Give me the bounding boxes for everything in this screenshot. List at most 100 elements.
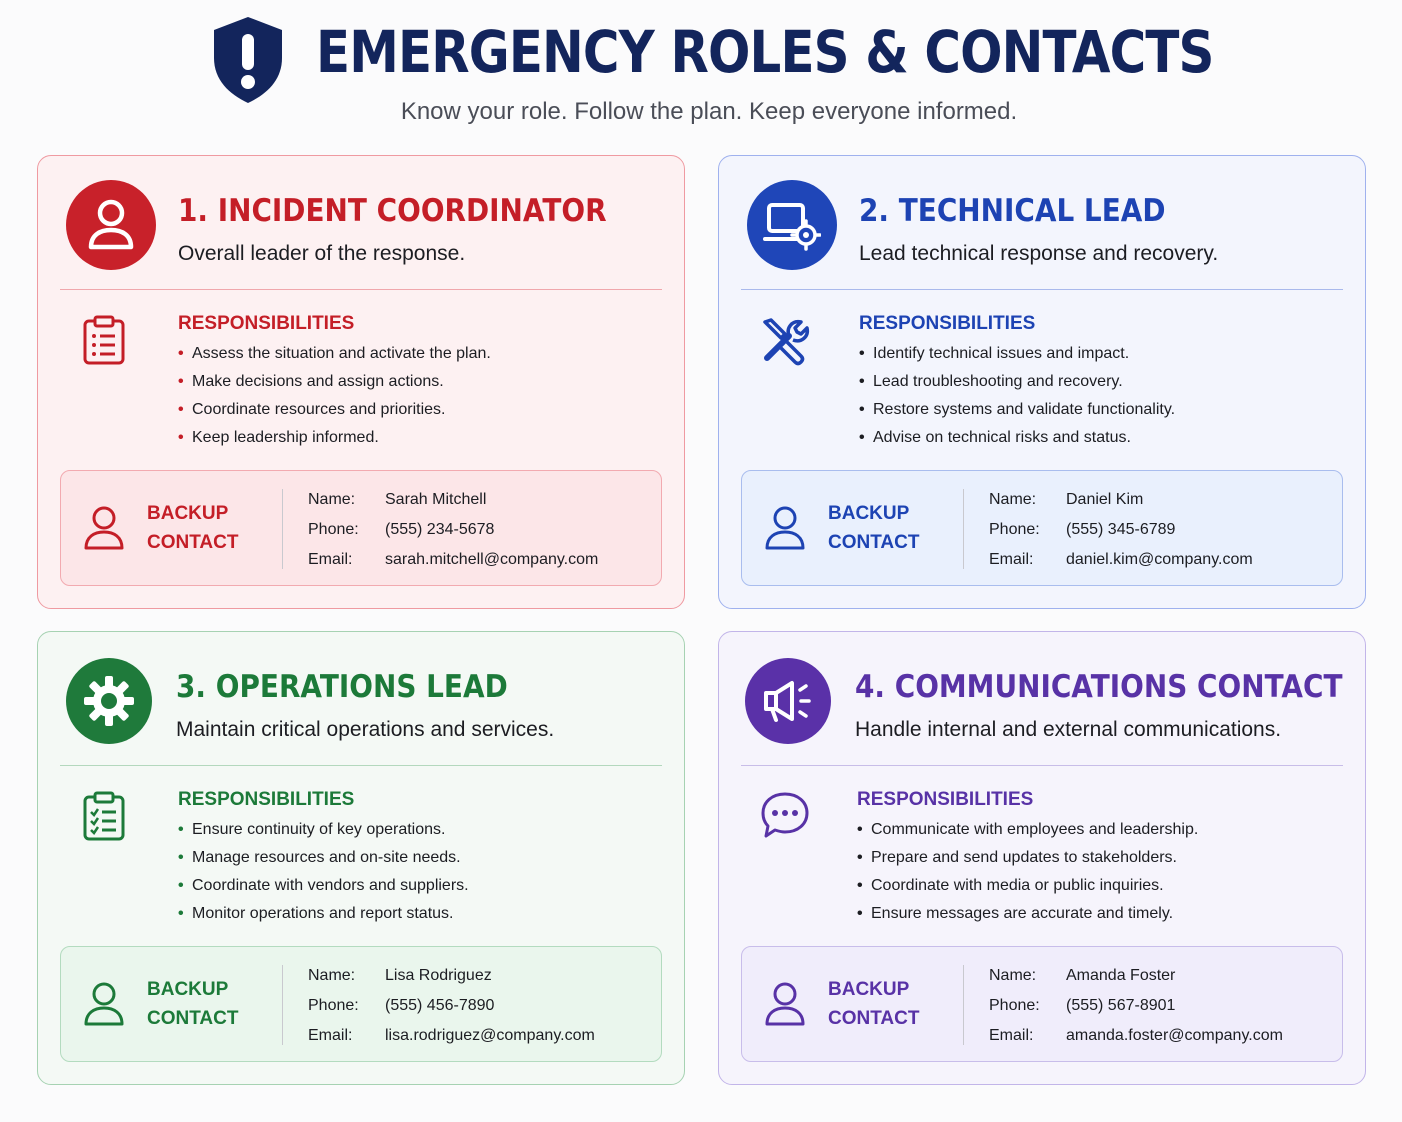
responsibilities-list: •Ensure continuity of key operations. •M…: [178, 816, 658, 928]
responsibilities-icon-wrap: [78, 790, 130, 846]
list-item: •Prepare and send updates to stakeholder…: [857, 849, 1177, 866]
responsibilities-heading: RESPONSIBILITIES: [859, 313, 1036, 334]
backup-contact-label: BACKUP CONTACT: [147, 503, 239, 553]
contact-details: Name:Lisa Rodriguez Phone:(555) 456-7890…: [308, 961, 648, 1051]
list-item: •Coordinate with vendors and suppliers.: [178, 877, 469, 894]
contact-details: Name:Daniel Kim Phone:(555) 345-6789 Ema…: [989, 485, 1329, 575]
divider: [963, 489, 964, 569]
role-card-incident-coordinator: 1. INCIDENT COORDINATOR Overall leader o…: [37, 155, 685, 609]
contact-details: Name:Sarah Mitchell Phone:(555) 234-5678…: [308, 485, 648, 575]
divider: [282, 489, 283, 569]
responsibilities-icon-wrap: [759, 790, 811, 846]
backup-contact-box: BACKUP CONTACT Name:Daniel Kim Phone:(55…: [741, 470, 1343, 586]
responsibilities-list: •Communicate with employees and leadersh…: [857, 816, 1337, 928]
responsibilities-heading: RESPONSIBILITIES: [178, 313, 355, 334]
responsibilities-heading: RESPONSIBILITIES: [857, 789, 1034, 810]
divider: [741, 289, 1343, 290]
contact-name: Daniel Kim: [1066, 491, 1144, 508]
backup-contact-label: BACKUP CONTACT: [828, 503, 920, 553]
role-card-technical-lead: 2. TECHNICAL LEAD Lead technical respons…: [718, 155, 1366, 609]
role-title: 4. COMMUNICATIONS CONTACT: [855, 669, 1343, 705]
contact-phone: (555) 456-7890: [385, 997, 495, 1014]
contact-email: amanda.foster@company.com: [1066, 1027, 1283, 1044]
list-item: •Coordinate resources and priorities.: [178, 401, 446, 418]
contact-email-row: Email:daniel.kim@company.com: [989, 545, 1329, 575]
contact-phone: (555) 234-5678: [385, 521, 495, 538]
contact-phone-row: Phone:(555) 345-6789: [989, 515, 1329, 545]
role-card-operations-lead: 3. OPERATIONS LEAD Maintain critical ope…: [37, 631, 685, 1085]
divider: [282, 965, 283, 1045]
person-icon: [765, 506, 805, 550]
contact-email: lisa.rodriguez@company.com: [385, 1027, 595, 1044]
responsibilities-icon-wrap: [78, 314, 130, 370]
list-item: •Advise on technical risks and status.: [859, 429, 1131, 446]
contact-email: sarah.mitchell@company.com: [385, 551, 599, 568]
contact-email-row: Email:sarah.mitchell@company.com: [308, 545, 648, 575]
list-item: •Make decisions and assign actions.: [178, 373, 444, 390]
gear-icon: [84, 676, 134, 726]
backup-contact-box: BACKUP CONTACT Name:Amanda Foster Phone:…: [741, 946, 1343, 1062]
backup-contact-box: BACKUP CONTACT Name:Sarah Mitchell Phone…: [60, 470, 662, 586]
responsibilities-heading: RESPONSIBILITIES: [178, 789, 355, 810]
person-icon: [84, 982, 124, 1026]
list-item: •Identify technical issues and impact.: [859, 345, 1130, 362]
contact-name-row: Name:Lisa Rodriguez: [308, 961, 648, 991]
list-item: •Monitor operations and report status.: [178, 905, 454, 922]
contact-name-row: Name:Amanda Foster: [989, 961, 1329, 991]
list-item: •Ensure continuity of key operations.: [178, 821, 446, 838]
backup-contact-label: BACKUP CONTACT: [828, 979, 920, 1029]
list-item: •Keep leadership informed.: [178, 429, 379, 446]
role-description: Overall leader of the response.: [178, 242, 466, 265]
contact-details: Name:Amanda Foster Phone:(555) 567-8901 …: [989, 961, 1329, 1051]
contact-name: Amanda Foster: [1066, 967, 1176, 984]
shield-exclamation-icon: [214, 17, 282, 103]
contact-phone: (555) 345-6789: [1066, 521, 1176, 538]
backup-contact-box: BACKUP CONTACT Name:Lisa Rodriguez Phone…: [60, 946, 662, 1062]
clipboard-check-icon: [83, 791, 125, 841]
contact-email-row: Email:lisa.rodriguez@company.com: [308, 1021, 648, 1051]
backup-contact-label: BACKUP CONTACT: [147, 979, 239, 1029]
person-icon: [765, 982, 805, 1026]
list-item: •Lead troubleshooting and recovery.: [859, 373, 1123, 390]
list-item: •Manage resources and on-site needs.: [178, 849, 461, 866]
list-item: •Coordinate with media or public inquiri…: [857, 877, 1164, 894]
list-item: •Ensure messages are accurate and timely…: [857, 905, 1174, 922]
list-item: •Communicate with employees and leadersh…: [857, 821, 1199, 838]
laptop-gear-icon: [763, 203, 821, 251]
person-icon: [88, 199, 134, 250]
page-header: EMERGENCY ROLES & CONTACTS Know your rol…: [0, 0, 1402, 140]
contact-name: Sarah Mitchell: [385, 491, 487, 508]
page-subtitle: Know your role. Follow the plan. Keep ev…: [400, 98, 1018, 125]
divider: [963, 965, 964, 1045]
role-icon-badge: [66, 658, 152, 744]
contact-phone: (555) 567-8901: [1066, 997, 1176, 1014]
contact-name: Lisa Rodriguez: [385, 967, 492, 984]
role-description: Maintain critical operations and service…: [176, 718, 555, 741]
list-item: •Assess the situation and activate the p…: [178, 345, 491, 362]
role-description: Handle internal and external communicati…: [855, 718, 1282, 741]
divider: [60, 289, 662, 290]
page-title: EMERGENCY ROLES & CONTACTS: [316, 18, 1214, 86]
megaphone-icon: [764, 681, 811, 722]
contact-phone-row: Phone:(555) 567-8901: [989, 991, 1329, 1021]
contact-name-row: Name:Daniel Kim: [989, 485, 1329, 515]
chat-bubble-icon: [761, 792, 809, 838]
role-card-communications-contact: 4. COMMUNICATIONS CONTACT Handle interna…: [718, 631, 1366, 1085]
contact-email-row: Email:amanda.foster@company.com: [989, 1021, 1329, 1051]
contact-name-row: Name:Sarah Mitchell: [308, 485, 648, 515]
person-icon: [84, 506, 124, 550]
divider: [60, 765, 662, 766]
role-icon-badge: [747, 180, 837, 270]
contact-phone-row: Phone:(555) 234-5678: [308, 515, 648, 545]
wrench-screwdriver-icon: [763, 318, 810, 366]
contact-email: daniel.kim@company.com: [1066, 551, 1253, 568]
contact-phone-row: Phone:(555) 456-7890: [308, 991, 648, 1021]
divider: [741, 765, 1343, 766]
role-title: 1. INCIDENT COORDINATOR: [178, 193, 607, 229]
responsibilities-icon-wrap: [759, 314, 811, 370]
role-icon-badge: [745, 658, 831, 744]
list-item: •Restore systems and validate functional…: [859, 401, 1176, 418]
role-title: 3. OPERATIONS LEAD: [176, 669, 508, 705]
responsibilities-list: •Assess the situation and activate the p…: [178, 340, 658, 452]
clipboard-list-icon: [83, 315, 125, 365]
